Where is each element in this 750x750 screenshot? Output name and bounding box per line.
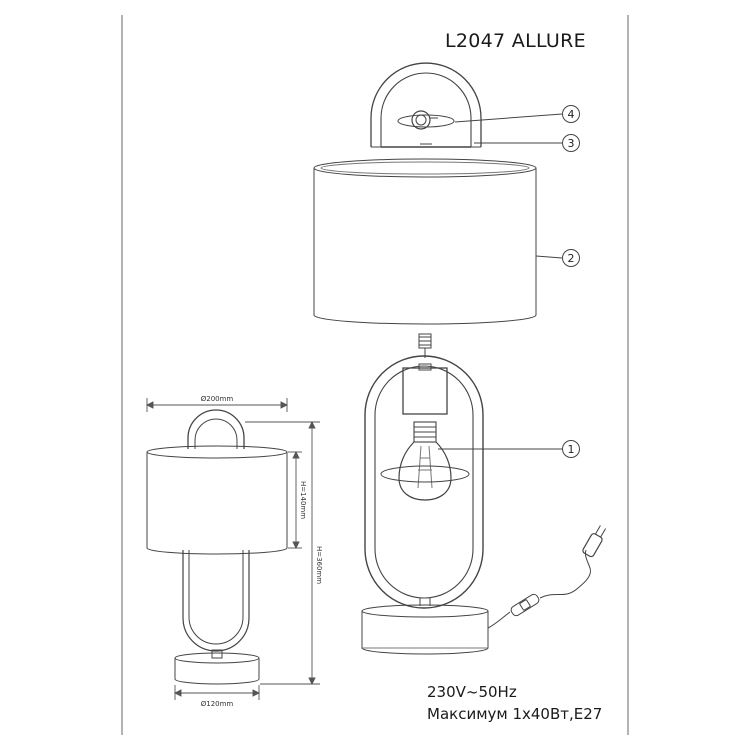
model-title: L2047 ALLURE [445,30,586,52]
callout-4-leader [454,113,563,123]
callout-1-label: 1 [568,443,575,456]
base-diameter-label: Ø120mm [201,700,234,708]
assembled-lamp-view [146,409,288,685]
callout-1-circle [562,440,580,458]
callout-4-label: 4 [568,108,575,121]
callout-3-label: 3 [568,137,575,150]
dimension-lines [145,398,320,700]
power-plug-icon [582,525,607,558]
lamp-body-part [361,333,489,655]
callout-2-leader [535,255,563,259]
shade-diameter-label: Ø200mm [201,395,234,403]
power-cord [487,549,591,629]
top-ring-part [381,143,471,148]
lamp-shade-part [313,158,537,325]
light-bulb-icon [398,421,452,501]
callout-2-circle [562,249,580,267]
handle-arch-part [370,62,482,148]
total-height-label: H=360mm [315,546,323,584]
callout-4-circle [562,105,580,123]
callout-3-circle [562,134,580,152]
shade-height-label: H=140mm [299,481,307,519]
power-spec: Максимум 1x40Вт,E27 [427,705,603,723]
finial-ring-part [397,110,455,130]
voltage-spec: 230V~50Hz [427,683,517,701]
inline-switch-icon [510,593,540,617]
callout-2-label: 2 [568,252,575,265]
